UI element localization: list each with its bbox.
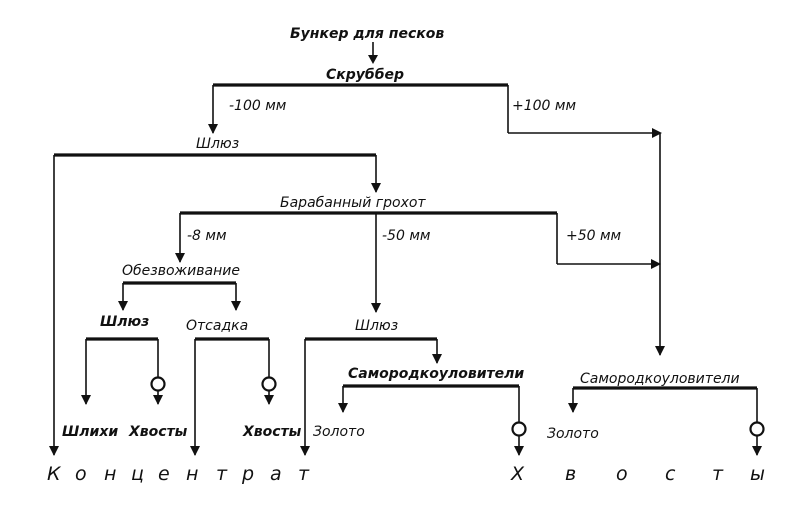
bottom-concentrate: К о н ц е н т р а т (47, 463, 310, 485)
concentrate-letter: К (47, 463, 62, 485)
edge-minus-8: -8 мм (187, 228, 227, 244)
product-gold-1: Золото (313, 424, 365, 440)
tails-letter: в (565, 463, 576, 485)
concentrate-letter: а (270, 463, 282, 485)
bottom-tails: Х в о с т ы (510, 463, 765, 485)
node-scrubber: Скруббер (326, 67, 404, 83)
concentrate-letter: т (216, 463, 228, 485)
concentrate-letter: о (75, 463, 87, 485)
node-bunker: Бункер для песков (290, 26, 444, 42)
concentrate-letter: р (241, 463, 254, 485)
node-nugget-traps-1: Самородкоуловители (348, 366, 524, 382)
concentrate-letter: т (298, 463, 310, 485)
tails-letter: о (616, 463, 628, 485)
edge-plus-100: +100 мм (512, 98, 576, 114)
sampling-circle-icon (749, 421, 765, 437)
node-sluice-1: Шлюз (196, 136, 239, 152)
product-tails-2: Хвосты (242, 424, 302, 440)
concentrate-letter: н (104, 463, 116, 485)
node-nugget-traps-2: Самородкоуловители (580, 371, 740, 387)
product-gold-2: Золото (547, 426, 599, 442)
sampling-circle-icon (261, 376, 277, 392)
tails-letter: с (665, 463, 676, 485)
node-jig: Отсадка (186, 318, 248, 334)
tails-letter: ы (750, 463, 765, 485)
product-schlich: Шлихи (62, 424, 118, 440)
node-drum-screen: Барабанный грохот (280, 195, 426, 211)
tails-letter: т (712, 463, 724, 485)
node-sluice-3: Шлюз (355, 318, 398, 334)
product-tails-1: Хвосты (128, 424, 188, 440)
concentrate-letter: ц (131, 463, 144, 485)
tails-letter: Х (510, 463, 525, 485)
edge-minus-50: -50 мм (382, 228, 431, 244)
edge-minus-100: -100 мм (229, 98, 287, 114)
sampling-circle-icon (511, 421, 527, 437)
node-sluice-2: Шлюз (100, 314, 149, 330)
sampling-circle-icon (150, 376, 166, 392)
concentrate-letter: е (158, 463, 170, 485)
node-dewatering: Обезвоживание (122, 263, 240, 279)
edge-plus-50: +50 мм (566, 228, 622, 244)
concentrate-letter: н (186, 463, 198, 485)
